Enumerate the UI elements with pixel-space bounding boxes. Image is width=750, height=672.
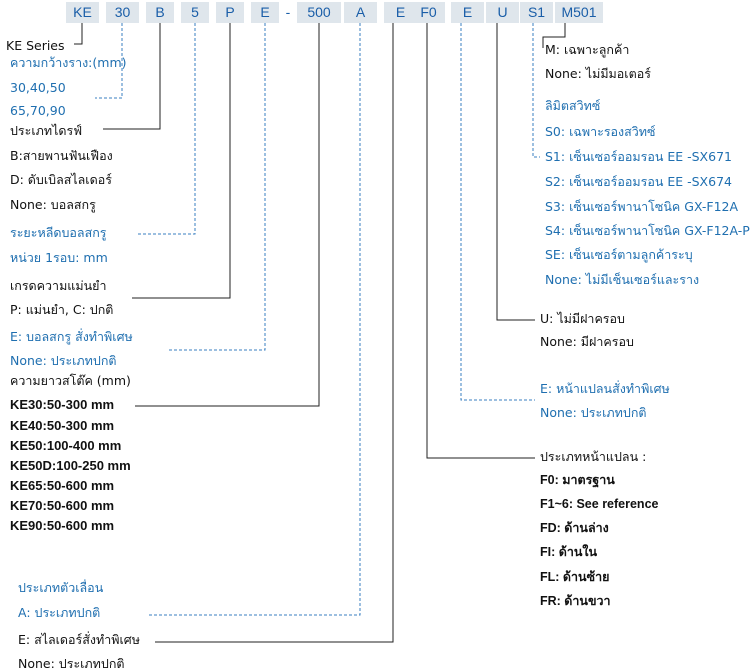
line-flange-special bbox=[460, 23, 535, 401]
line-ballscrew-special bbox=[168, 23, 266, 351]
flange-type-item: F1~6: See reference bbox=[540, 497, 659, 511]
code-slider: A bbox=[344, 2, 377, 23]
line-precision bbox=[132, 23, 231, 299]
limit-switch-item: S2: เซ็นเซอร์ออมรอน EE -SX674 bbox=[545, 174, 732, 189]
slider-type-none: None: ประเภทปกติ bbox=[18, 656, 125, 671]
flange-type-item: FD: ด้านล่าง bbox=[540, 521, 609, 535]
stroke-item: KE50:100-400 mm bbox=[10, 438, 122, 453]
line-series bbox=[74, 23, 83, 45]
line-flange bbox=[426, 23, 535, 459]
code-motor: M501 bbox=[555, 2, 603, 23]
cover-none: None: มีฝาครอบ bbox=[540, 334, 634, 349]
limit-switch-item: S0: เฉพาะรองสวิทซ์ bbox=[545, 124, 656, 139]
drive-type-none: None: บอลสกรู bbox=[10, 197, 96, 212]
line-limit-switch bbox=[532, 23, 540, 158]
stroke-item: KE65:50-600 mm bbox=[10, 478, 115, 493]
slider-type-a: A: ประเภทปกติ bbox=[18, 605, 101, 620]
line-stroke bbox=[135, 23, 320, 407]
ballscrew-special: E: บอลสกรู สั่งทำพิเศษ bbox=[10, 329, 133, 344]
drive-type-title: ประเภทไดรฟ์ bbox=[10, 123, 83, 138]
motor-m: M: เฉพาะลูกค้า bbox=[545, 42, 630, 57]
line-drive bbox=[103, 23, 161, 130]
stroke-item: KE70:50-600 mm bbox=[10, 498, 115, 513]
ballscrew-none: None: ประเภทปกติ bbox=[10, 353, 117, 368]
lead-title: ระยะหลีดบอลสกรู bbox=[10, 225, 107, 240]
precision-values: P: แม่นยำ, C: ปกติ bbox=[10, 302, 114, 317]
limit-switch-item: SE: เซ็นเซอร์ตามลูกค้าระบุ bbox=[545, 247, 693, 262]
flange-type-item: FR: ด้านขวา bbox=[540, 594, 611, 608]
code-rail-width: 30 bbox=[106, 2, 139, 23]
lead-unit: หน่วย 1รอบ: mm bbox=[10, 250, 108, 265]
limit-switch-item: S3: เซ็นเซอร์พานาโซนิค GX-F12A bbox=[545, 199, 739, 214]
stroke-item: KE90:50-600 mm bbox=[10, 518, 115, 533]
flange-type-item: FI: ด้านใน bbox=[540, 545, 598, 559]
code-ballscrew-special: E bbox=[251, 2, 279, 23]
flange-normal: None: ประเภทปกติ bbox=[540, 405, 647, 420]
limit-switch-item: None: ไม่มีเซ็นเซอร์และราง bbox=[545, 272, 700, 287]
code-limit-switch: S1 bbox=[520, 2, 553, 23]
cover-u: U: ไม่มีฝาครอบ bbox=[540, 311, 625, 326]
flange-special: E: หน้าแปลนสั่งทำพิเศษ bbox=[540, 381, 670, 396]
stroke-item: KE30:50-300 mm bbox=[10, 397, 115, 412]
code-cover: U bbox=[486, 2, 519, 23]
stroke-title: ความยาวสโต๊ค (mm) bbox=[10, 373, 131, 388]
line-slider bbox=[148, 23, 361, 616]
rail-width-values-1: 30,40,50 bbox=[10, 80, 66, 95]
code-flange-special: E bbox=[451, 2, 484, 23]
line-slider-special bbox=[155, 23, 394, 643]
line-cover bbox=[496, 23, 535, 321]
drive-type-b: B:สายพานฟันเฟือง bbox=[10, 148, 113, 163]
code-precision: P bbox=[216, 2, 244, 23]
line-lead bbox=[138, 23, 196, 235]
code-lead: 5 bbox=[181, 2, 209, 23]
code-drive: B bbox=[146, 2, 174, 23]
limit-switch-item: S4: เซ็นเซอร์พานาโซนิค GX-F12A-P bbox=[545, 223, 750, 238]
precision-title: เกรดความแม่นยำ bbox=[10, 278, 107, 293]
rail-width-values-2: 65,70,90 bbox=[10, 103, 66, 118]
flange-type-title: ประเภทหน้าแปลน : bbox=[540, 449, 647, 464]
code-ke: KE bbox=[66, 2, 99, 23]
code-stroke: 500 bbox=[297, 2, 341, 23]
slider-type-title: ประเภทตัวเลื่อน bbox=[18, 580, 104, 595]
line-motor bbox=[542, 23, 566, 48]
rail-width-title: ความกว้างราง:(mm) bbox=[10, 55, 127, 70]
limit-switch-title: ลิมิตสวิทซ์ bbox=[545, 98, 601, 113]
stroke-item: KE50D:100-250 mm bbox=[10, 458, 131, 473]
slider-type-e: E: สไลเดอร์สั่งทำพิเศษ bbox=[18, 632, 140, 647]
series-label: KE Series bbox=[6, 38, 65, 53]
code-dash: - bbox=[285, 4, 291, 20]
flange-type-item: F0: มาตรฐาน bbox=[540, 473, 615, 487]
code-slider-special: E bbox=[384, 2, 417, 23]
line-rail-width bbox=[95, 23, 123, 99]
motor-none: None: ไม่มีมอเตอร์ bbox=[545, 66, 651, 81]
stroke-item: KE40:50-300 mm bbox=[10, 418, 115, 433]
drive-type-d: D: ดับเบิลสไลเดอร์ bbox=[10, 172, 112, 187]
limit-switch-item: S1: เซ็นเซอร์ออมรอน EE -SX671 bbox=[545, 149, 732, 164]
flange-type-item: FL: ด้านซ้าย bbox=[540, 570, 610, 584]
code-flange: F0 bbox=[412, 2, 445, 23]
